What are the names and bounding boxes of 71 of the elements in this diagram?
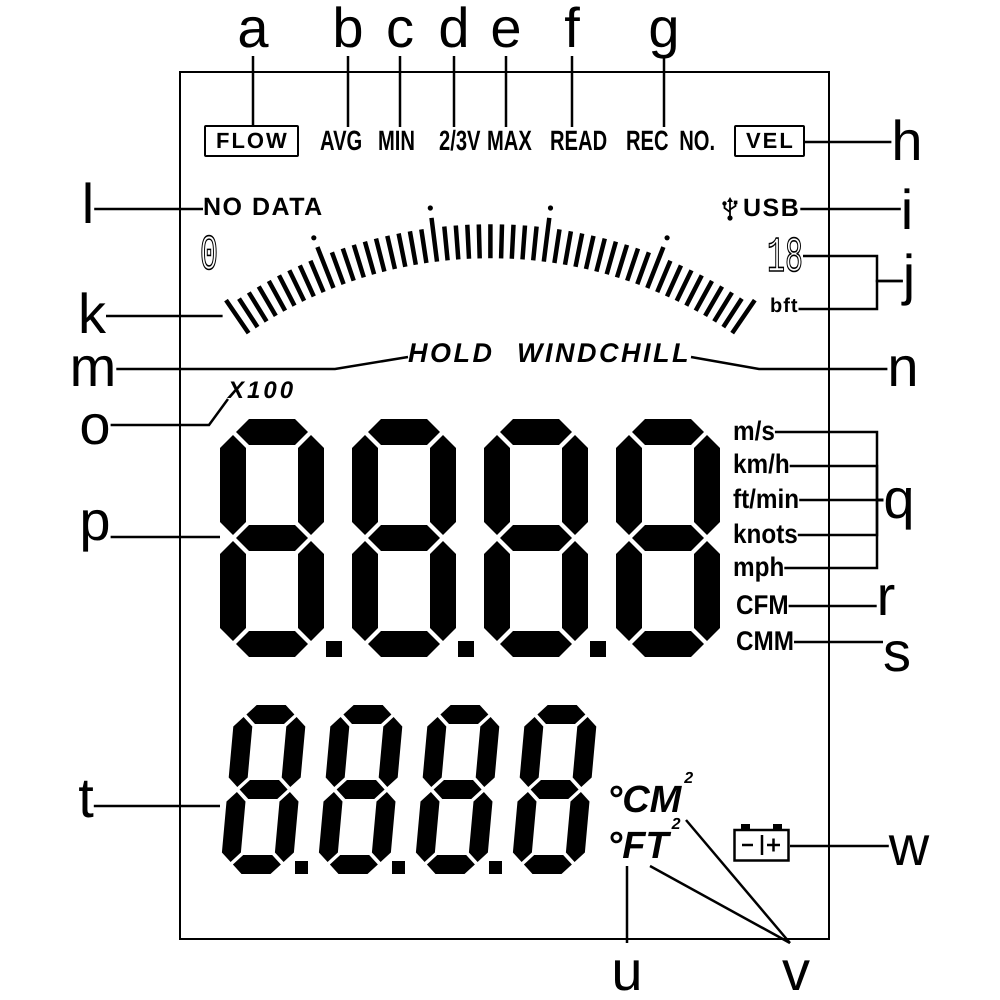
leader-line xyxy=(649,864,791,944)
leader-line xyxy=(252,56,254,125)
indicator-label: X100 xyxy=(228,379,296,403)
callout-letter: t xyxy=(78,770,94,826)
callout-letter: m xyxy=(70,339,116,395)
indicator-label: READ xyxy=(550,127,608,155)
seven-segment-display xyxy=(220,705,600,874)
unit-label: CMM xyxy=(736,628,794,655)
unit-label: ft/min xyxy=(733,486,800,513)
callout-letter: v xyxy=(782,943,810,999)
callout-letter: a xyxy=(237,0,269,56)
callout-letter: d xyxy=(438,0,470,56)
callout-letter: c xyxy=(386,0,414,56)
leader-line xyxy=(94,208,203,210)
leader-line xyxy=(690,356,888,370)
indicator-label: NO DATA xyxy=(203,195,324,220)
leader-line xyxy=(110,398,230,426)
callout-letter: e xyxy=(490,0,522,56)
leader-line xyxy=(626,866,628,943)
leader-line xyxy=(398,56,402,127)
callout-letter: s xyxy=(883,624,911,680)
indicator-label: REC NO. xyxy=(626,127,716,155)
indicator-label: MAX xyxy=(487,127,532,155)
leader-line xyxy=(685,819,791,944)
leader-line xyxy=(452,56,456,127)
indicator-label: bft xyxy=(770,296,799,316)
display-frame xyxy=(179,71,830,940)
leader-line xyxy=(804,140,892,144)
battery-icon xyxy=(733,823,790,862)
digit-readout: 0 xyxy=(200,232,218,282)
unit-label: m/s xyxy=(733,418,775,445)
framed-indicator: VEL xyxy=(734,125,805,157)
leader-line xyxy=(106,314,223,318)
indicator-label: HOLD xyxy=(408,340,494,367)
leader-line xyxy=(116,356,408,370)
callout-letter: r xyxy=(876,568,896,624)
leader-line xyxy=(346,56,350,127)
indicator-label: MIN xyxy=(378,127,415,155)
leader-line xyxy=(800,208,901,210)
callout-letter: f xyxy=(564,0,580,56)
leader-line xyxy=(504,56,508,127)
callout-letter: n xyxy=(887,339,919,395)
callout-letter: u xyxy=(611,943,643,999)
callout-letter: w xyxy=(888,818,930,874)
callout-letter: h xyxy=(891,113,923,169)
callout-letter: o xyxy=(79,397,111,453)
leader-line xyxy=(784,498,884,570)
leader-line xyxy=(790,844,889,848)
framed-indicator: FLOW xyxy=(204,125,299,157)
leader-line xyxy=(788,604,877,608)
unit-label: km/h xyxy=(733,451,790,478)
leader-line xyxy=(570,56,574,127)
indicator-label: °FT$^{2}$ xyxy=(607,819,688,866)
callout-letter: k xyxy=(78,286,106,342)
unit-label: CFM xyxy=(736,592,789,619)
leader-line xyxy=(110,536,220,538)
indicator-label: WINDCHILL xyxy=(517,340,691,367)
unit-label: mph xyxy=(733,554,784,581)
digit-readout: 18 xyxy=(767,234,803,284)
callout-letter: l xyxy=(82,176,94,232)
indicator-label: AVG xyxy=(320,127,362,155)
leader-line xyxy=(798,280,903,310)
unit-label: knots xyxy=(733,521,798,548)
indicator-label: USB xyxy=(743,196,800,221)
indicator-label: 2/3V xyxy=(439,127,480,155)
leader-line xyxy=(94,804,220,808)
callout-letter: b xyxy=(332,0,364,56)
leader-line xyxy=(794,640,883,644)
leader-line xyxy=(662,56,666,127)
seven-segment-display xyxy=(220,419,721,657)
callout-letter: i xyxy=(900,182,914,238)
